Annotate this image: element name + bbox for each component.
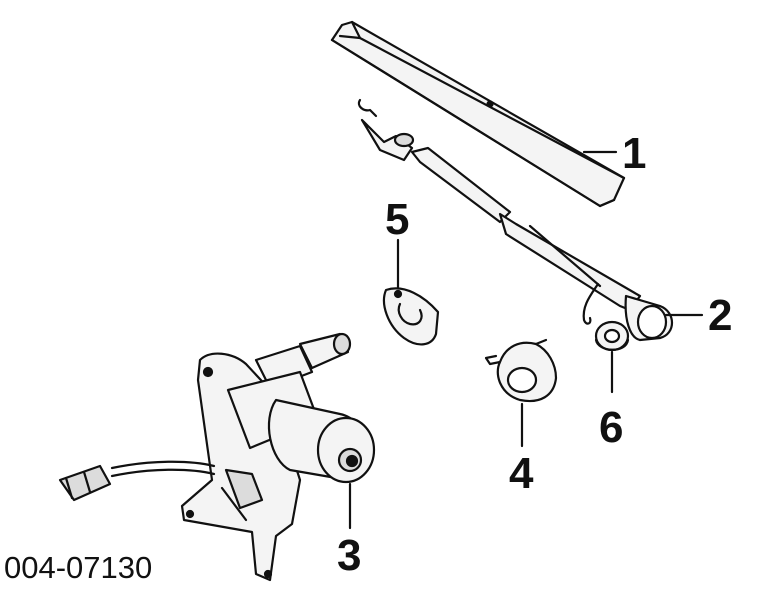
- callout-4: 4: [509, 449, 534, 498]
- wiper-blade: [330, 20, 626, 208]
- callout-2: 2: [708, 291, 733, 340]
- nut: [594, 320, 630, 352]
- callout-3: 3: [337, 531, 362, 580]
- callout-5: 5: [385, 195, 410, 244]
- reference-code: 004-07130: [4, 550, 153, 585]
- leader-lines: [348, 150, 704, 530]
- callout-1: 1: [622, 129, 647, 178]
- clip: [382, 287, 440, 346]
- grommet: [484, 338, 558, 403]
- wiper-motor: [58, 332, 376, 582]
- wiper-arm: [357, 98, 674, 342]
- callout-6: 6: [599, 403, 624, 452]
